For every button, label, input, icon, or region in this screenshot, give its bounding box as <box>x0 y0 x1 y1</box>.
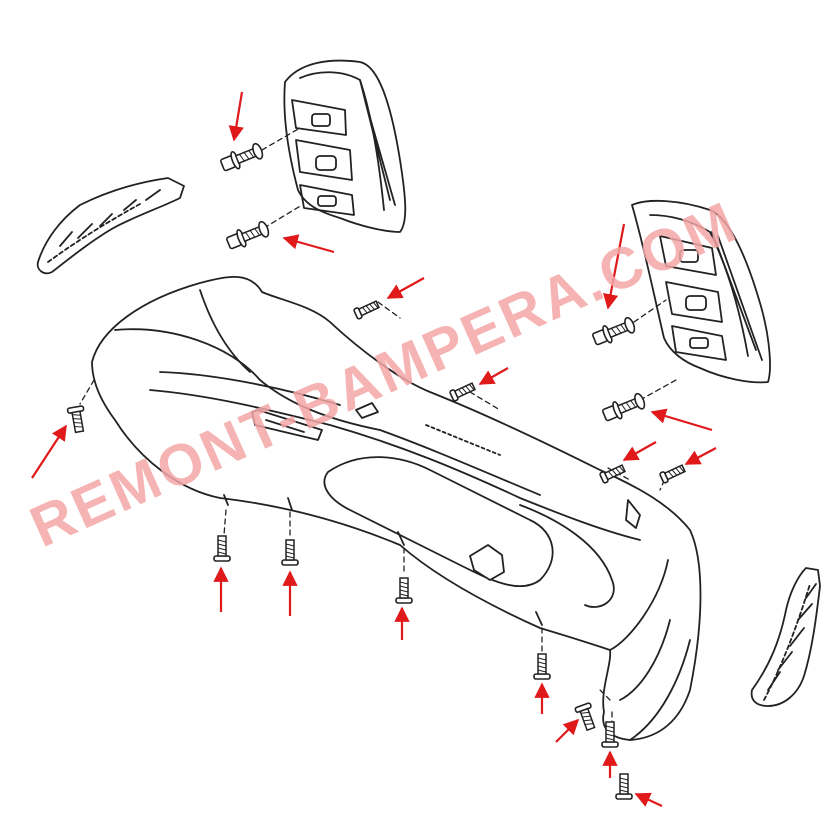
arrow-screw-bottom-5 <box>555 718 580 743</box>
screw-bottom-3 <box>395 577 413 604</box>
screw-bottom-1 <box>213 535 231 562</box>
screw-bottom-4 <box>533 653 551 680</box>
screw-left-side <box>66 404 89 434</box>
right-side-bracket <box>750 567 821 707</box>
arrow-lamp-bolt-lower-right <box>650 408 713 432</box>
lamp-bolt-upper-right <box>590 314 638 349</box>
lamp-bolt-upper-left <box>218 140 266 175</box>
screw-top-2 <box>448 380 477 403</box>
right-tail-lamp <box>631 199 771 384</box>
screw-top-1 <box>352 298 381 321</box>
rear-bumper-cover <box>91 275 702 741</box>
screw-bottom-5 <box>573 701 600 733</box>
callout-arrows <box>31 91 717 807</box>
arrow-screw-right-2 <box>684 447 717 465</box>
arrow-lamp-bolt-upper-left <box>228 91 244 142</box>
left-tail-lamp <box>283 59 407 233</box>
screw-bottom-7 <box>615 773 633 800</box>
arrow-screw-bottom-7 <box>634 792 663 807</box>
screw-right-2 <box>658 462 687 485</box>
arrow-screw-left-side <box>31 424 67 479</box>
screw-bottom-2 <box>281 539 299 566</box>
arrow-screw-right-1 <box>622 441 657 461</box>
lamp-bolt-lower-left <box>224 218 272 253</box>
left-side-bracket <box>36 177 185 275</box>
arrow-lamp-bolt-lower-left <box>282 234 335 254</box>
arrow-lamp-bolt-upper-right <box>603 223 626 310</box>
arrow-screw-top-2 <box>478 367 509 385</box>
lamp-bolt-lower-right <box>600 390 648 425</box>
arrow-screw-top-1 <box>386 277 425 299</box>
